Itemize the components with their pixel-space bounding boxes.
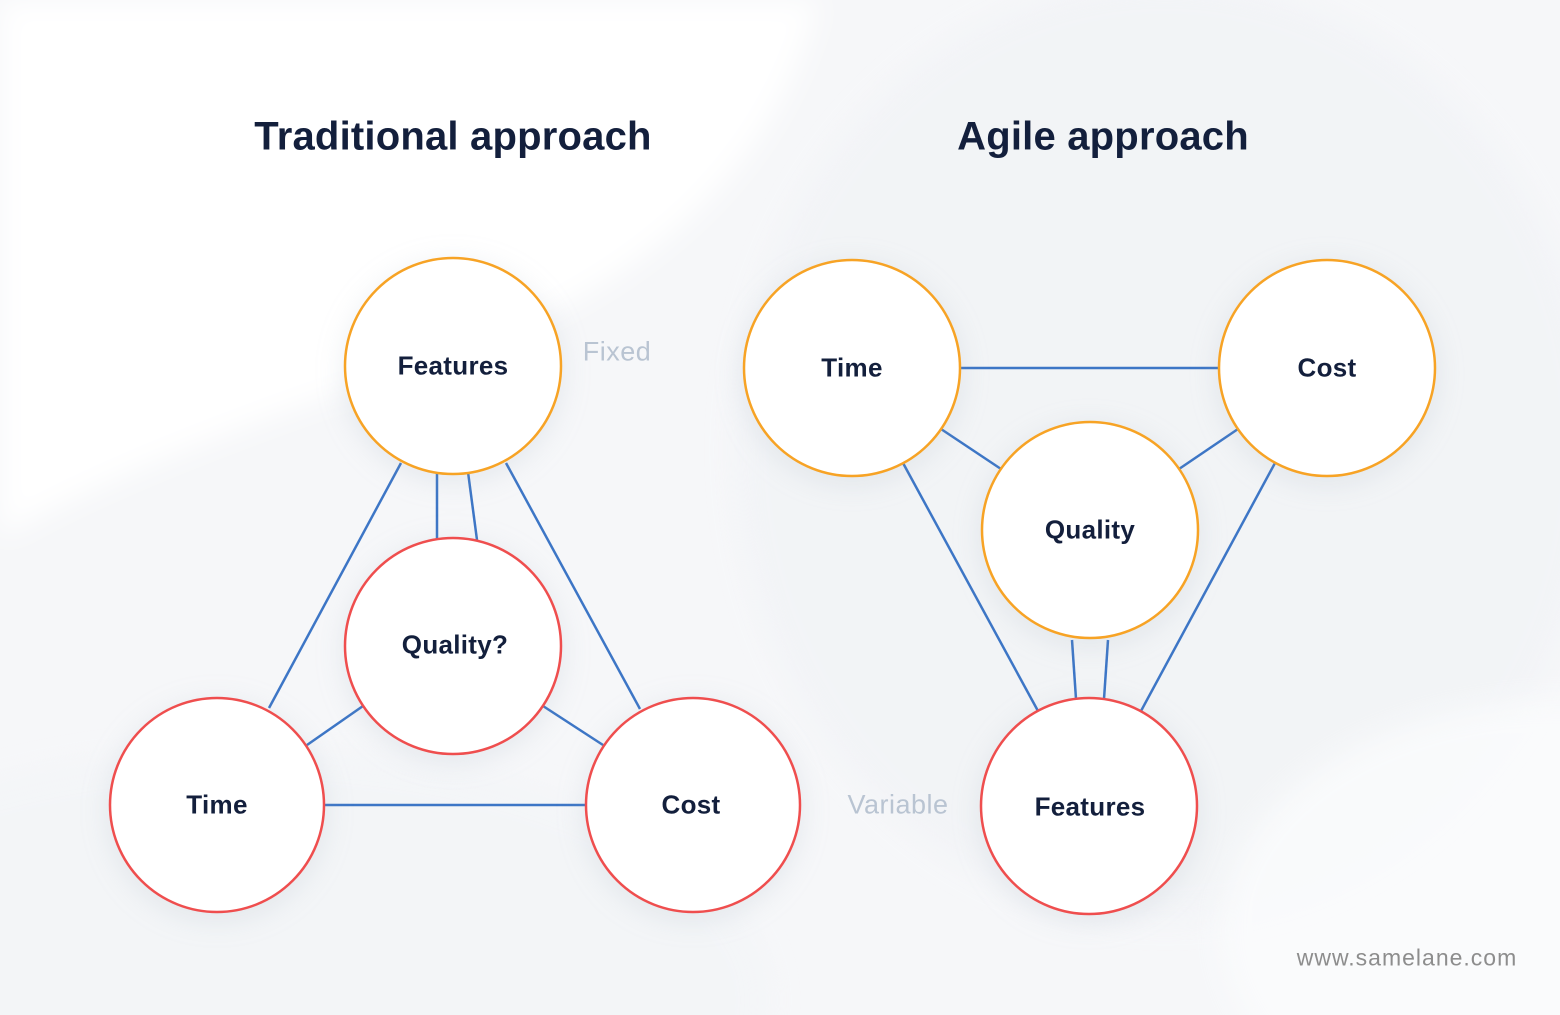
node-circle-cost bbox=[584, 696, 802, 914]
watermark-url: www.samelane.com bbox=[1296, 944, 1518, 971]
node-label-quality: Quality? bbox=[401, 629, 509, 660]
diagram-title-traditional: Traditional approach bbox=[254, 114, 652, 159]
diagram-title-agile: Agile approach bbox=[957, 114, 1249, 159]
node-label-features: Features bbox=[397, 350, 509, 381]
edge-features-time bbox=[267, 462, 403, 709]
edge-time-features bbox=[901, 462, 1040, 712]
edge-features-cost bbox=[504, 462, 642, 710]
edge-quality-cost bbox=[542, 704, 604, 747]
node-circle-time bbox=[742, 258, 962, 478]
edge-quality-features-b bbox=[1102, 639, 1110, 700]
node-label-cost: Cost bbox=[1297, 352, 1357, 383]
annotation-variable: Variable bbox=[847, 789, 949, 820]
annotation-fixed: Fixed bbox=[582, 336, 652, 367]
node-circle-time bbox=[108, 696, 326, 914]
node-circle-cost bbox=[1217, 258, 1437, 478]
node-circle-quality bbox=[343, 536, 563, 756]
edge-cost-quality bbox=[1178, 427, 1239, 471]
edge-quality-features-a bbox=[1070, 639, 1078, 700]
edge-quality-time bbox=[306, 704, 364, 747]
node-label-time: Time bbox=[186, 789, 248, 820]
background-light-blob bbox=[1220, 700, 1560, 1015]
edge-time-quality bbox=[940, 427, 1002, 471]
node-circle-features bbox=[343, 256, 563, 476]
node-label-time: Time bbox=[821, 352, 883, 383]
node-label-quality: Quality bbox=[1044, 514, 1136, 545]
node-label-cost: Cost bbox=[661, 789, 721, 820]
edge-features-quality-b bbox=[466, 471, 479, 541]
agile-nodes bbox=[742, 258, 1437, 916]
node-label-features: Features bbox=[1034, 791, 1146, 822]
node-circle-quality bbox=[980, 420, 1200, 640]
traditional-nodes bbox=[108, 256, 802, 914]
agile-edges bbox=[901, 366, 1277, 712]
traditional-edges bbox=[267, 462, 642, 807]
edge-cost-features bbox=[1139, 462, 1277, 712]
node-circle-features bbox=[979, 696, 1199, 916]
